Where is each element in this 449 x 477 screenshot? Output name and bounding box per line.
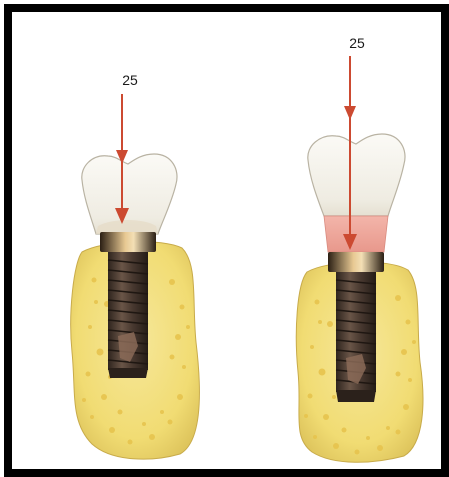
figure-frame: 25 25 <box>4 4 449 477</box>
left-implant-tip <box>108 368 148 378</box>
right-crown <box>308 134 405 216</box>
right-implant-tip <box>336 390 376 402</box>
right-implant-assembly <box>296 56 423 462</box>
left-implant-assembly <box>71 94 200 459</box>
right-force-label: 25 <box>337 35 377 51</box>
left-implant-collar <box>100 232 156 252</box>
right-implant-collar <box>328 252 384 272</box>
left-force-label: 25 <box>110 72 150 88</box>
dental-implant-diagram <box>12 12 441 469</box>
right-force-arrow-head-upper <box>344 106 356 120</box>
